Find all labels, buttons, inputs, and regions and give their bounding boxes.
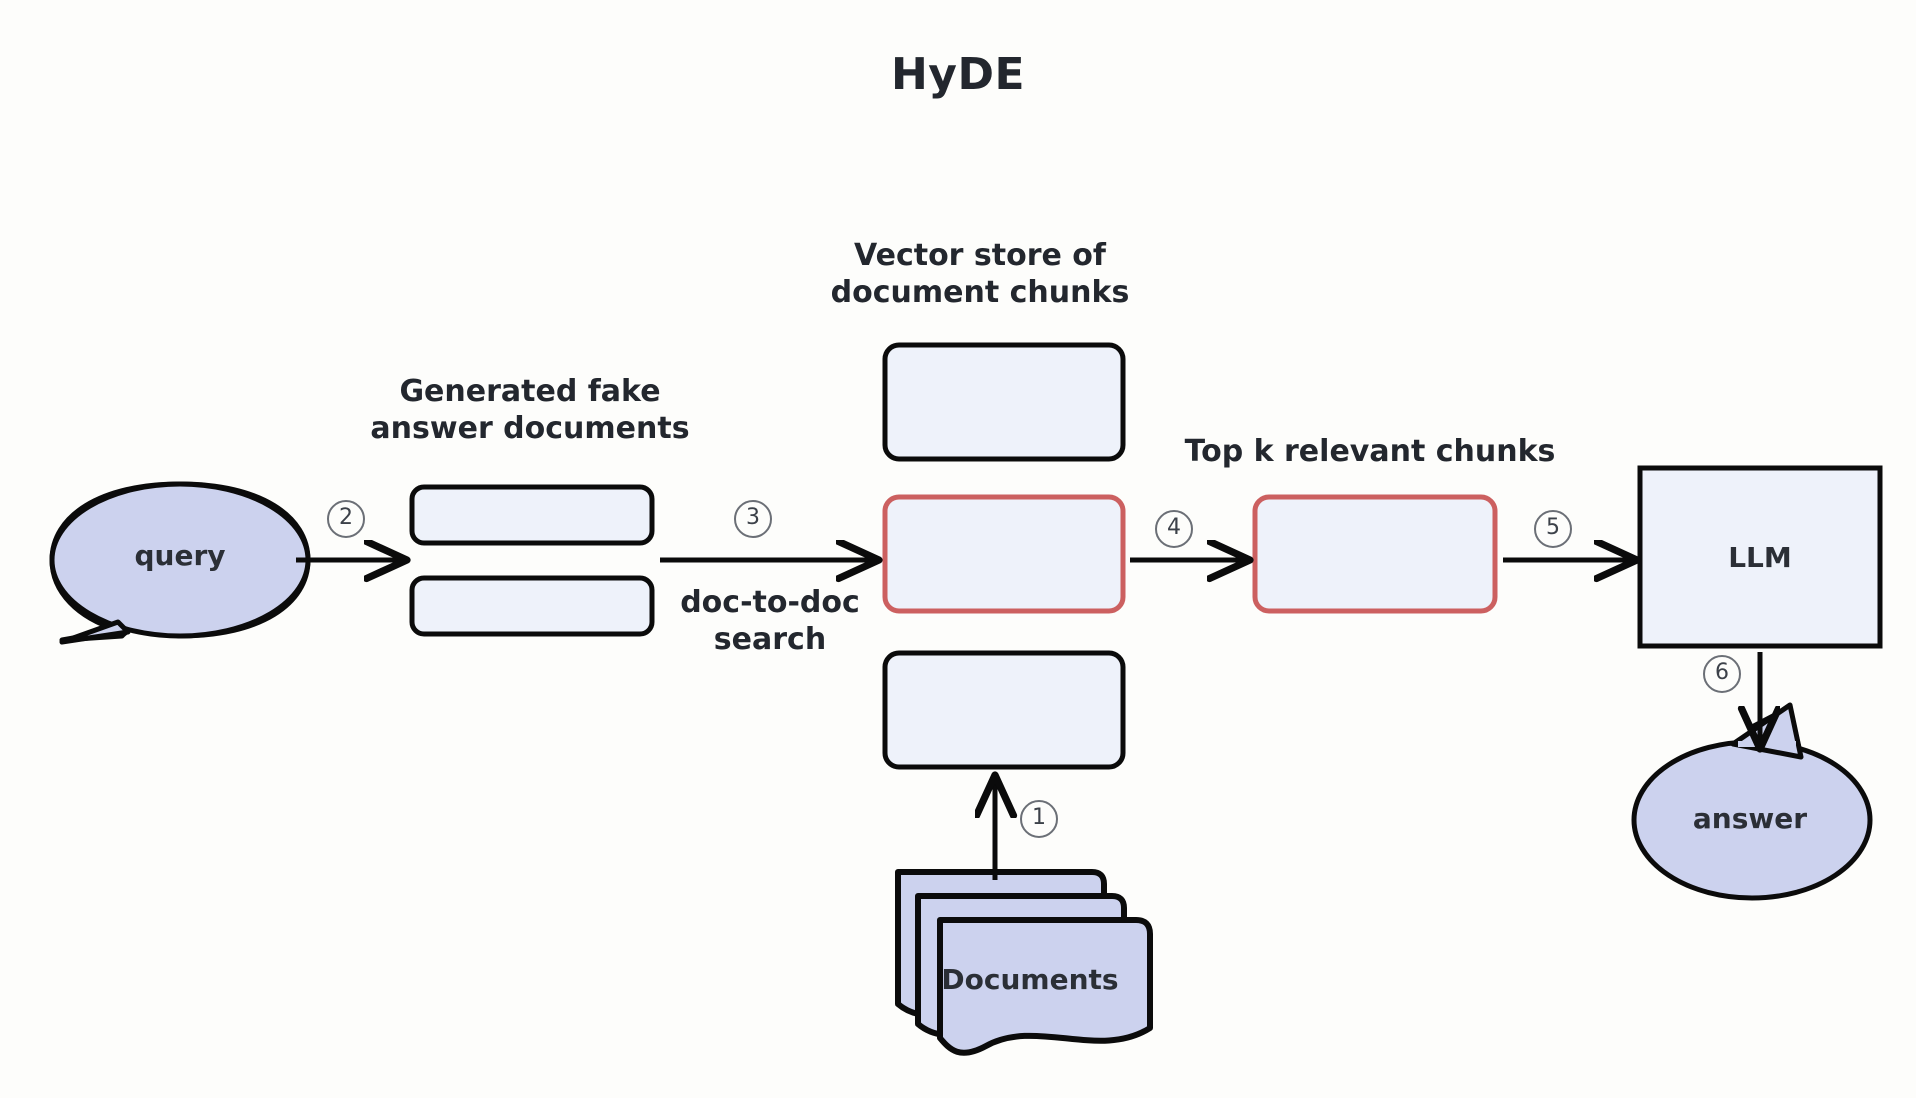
llm-box[interactable] xyxy=(1637,465,1883,649)
fake-doc-box-2[interactable] xyxy=(409,575,655,637)
answer-bubble[interactable] xyxy=(1631,702,1873,901)
chunk-box-top[interactable] xyxy=(882,342,1126,462)
chunk-box-middle[interactable] xyxy=(882,494,1126,614)
documents-stack[interactable] xyxy=(895,869,1153,1056)
fake-doc-box-1[interactable] xyxy=(409,484,655,546)
query-bubble[interactable] xyxy=(49,481,311,645)
chunk-box-bottom[interactable] xyxy=(882,650,1126,770)
topk-chunk-box[interactable] xyxy=(1252,494,1498,614)
